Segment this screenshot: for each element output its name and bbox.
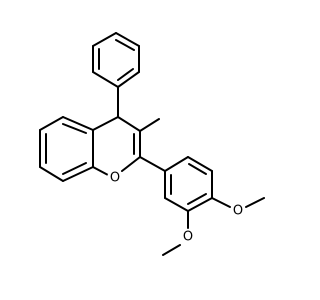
benzene-ring [39, 116, 94, 182]
bond [164, 156, 189, 172]
bond [164, 197, 189, 212]
bond [115, 32, 140, 47]
methoxy-para-oxygen-atom: O [230, 203, 246, 219]
bond [117, 116, 141, 132]
bond [121, 156, 141, 172]
bond [62, 166, 94, 182]
ring-oxygen-atom: O [107, 170, 123, 186]
methoxy-para-bond [211, 197, 231, 208]
methoxy-para-methyl-bond [245, 197, 265, 208]
phenyl-ring [92, 32, 140, 88]
bond [39, 116, 64, 131]
pyran-ring [92, 116, 141, 176]
bond [117, 71, 140, 88]
methoxy-para-oxygen-label: O [233, 204, 243, 219]
bond-inner [117, 68, 134, 81]
molecule-structure-diagram: O O O [39, 32, 265, 256]
bond [187, 156, 213, 172]
bond-inner [188, 163, 207, 175]
methoxy-meta-oxygen-atom: O [180, 229, 196, 245]
bond-inner [187, 193, 207, 205]
methyl-bond [139, 118, 160, 132]
methoxy-meta-oxygen-label: O [183, 230, 193, 245]
bond-inner [62, 162, 87, 175]
bond [39, 166, 64, 182]
bond [92, 116, 119, 131]
methoxy-meta-methyl-bond [162, 244, 181, 256]
dimethoxyphenyl-ring [164, 156, 213, 212]
bond [187, 197, 213, 212]
bond-c2-aryl [139, 156, 166, 172]
bond [92, 71, 119, 88]
ring-oxygen-label: O [110, 171, 120, 186]
bond [92, 32, 117, 47]
bond [62, 116, 94, 131]
bond-inner [115, 39, 135, 51]
bond-inner [62, 123, 87, 134]
bond [92, 166, 109, 176]
